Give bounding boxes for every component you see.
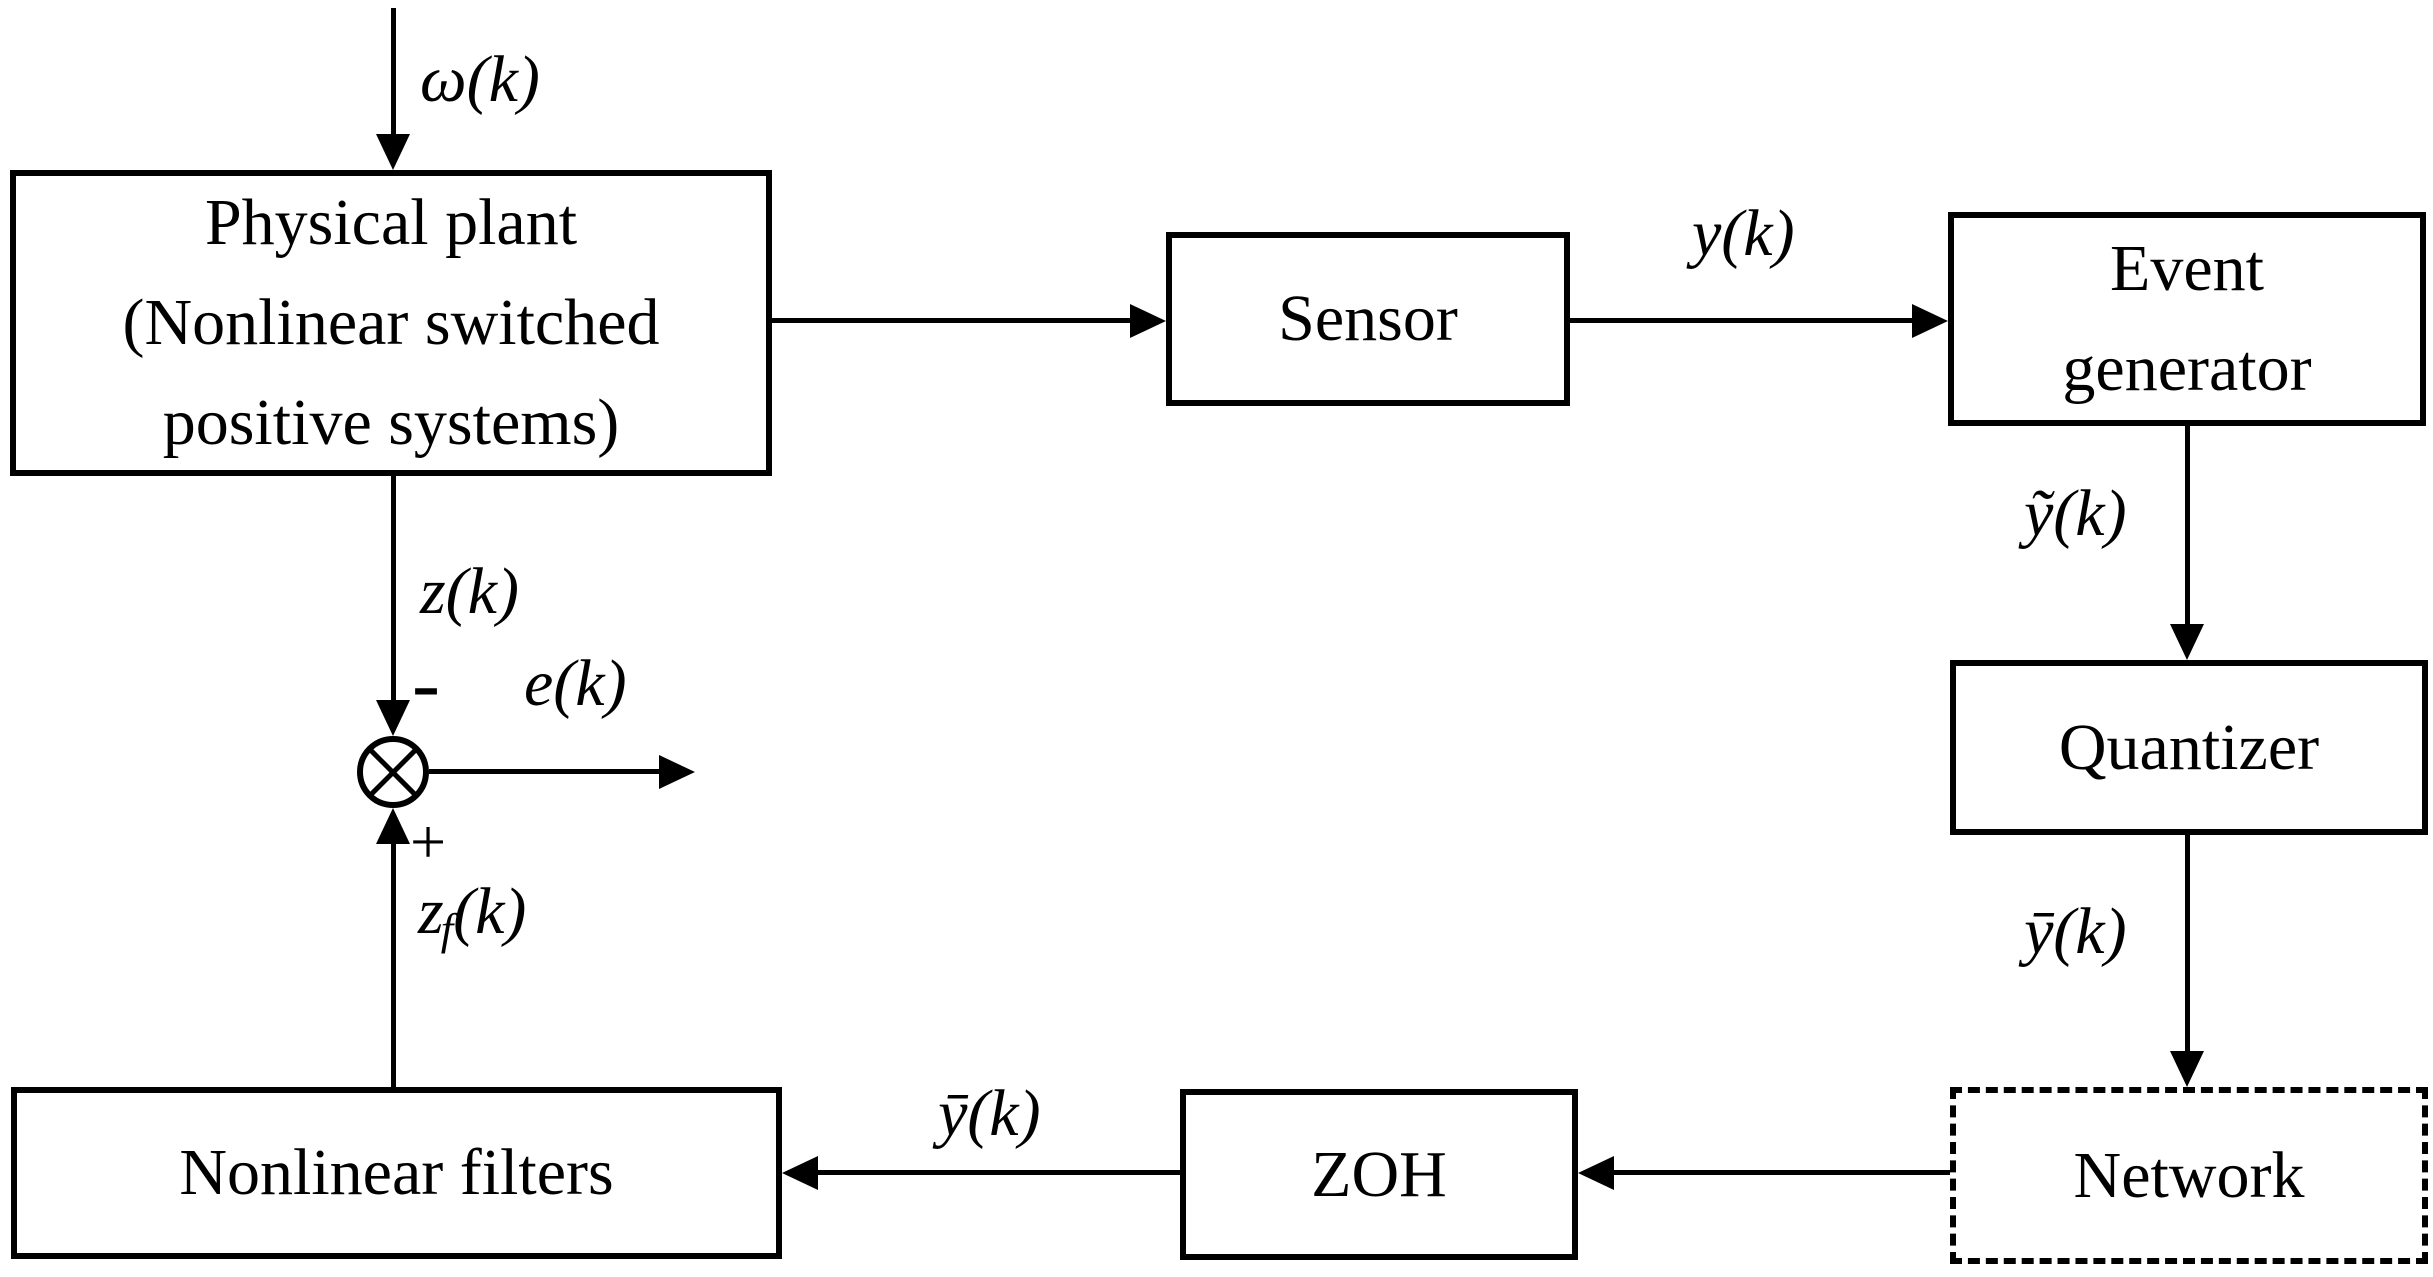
- signal-label-zf-base: z: [418, 875, 444, 948]
- edge-plant-to-sum: [391, 476, 396, 702]
- arrowhead-into-zoh: [1578, 1156, 1614, 1190]
- nonlinear-filters-label: Nonlinear filters: [179, 1136, 614, 1209]
- arrowhead-z-into-sum: [376, 700, 410, 736]
- sum-minus-sign: -: [412, 637, 440, 730]
- arrowhead-zf-into-sum: [376, 808, 410, 844]
- edge-filters-to-sum: [391, 842, 396, 1087]
- block-quantizer: Quantizer: [1950, 660, 2428, 835]
- arrowhead-into-quantizer: [2170, 624, 2204, 660]
- block-network: Network: [1950, 1087, 2428, 1264]
- edge-zoh-to-filters: [818, 1170, 1180, 1175]
- signal-label-z: z(k): [420, 555, 519, 628]
- physical-plant-label-line2: (Nonlinear switched: [122, 286, 660, 359]
- block-sensor: Sensor: [1166, 232, 1570, 406]
- block-zoh: ZOH: [1180, 1089, 1578, 1260]
- block-event-generator: Event generator: [1948, 212, 2426, 426]
- block-nonlinear-filters: Nonlinear filters: [11, 1087, 782, 1259]
- sum-plus-sign: +: [410, 806, 447, 877]
- signal-label-y-bar-network: ȳ(k): [2024, 895, 2127, 968]
- edge-event-generator-to-quantizer: [2185, 426, 2190, 626]
- edge-plant-to-sensor: [772, 318, 1130, 323]
- signal-label-zf-rest: (k): [453, 875, 527, 948]
- event-generator-label-line1: Event: [2110, 232, 2264, 305]
- event-generator-label: Event generator: [2062, 219, 2311, 419]
- signal-label-zf: zf(k): [418, 875, 527, 955]
- signal-label-omega: ω(k): [420, 43, 540, 116]
- edge-sensor-to-event-generator: [1570, 318, 1912, 323]
- arrowhead-error-output: [659, 755, 695, 789]
- arrowhead-into-network: [2170, 1051, 2204, 1087]
- signal-label-y: y(k): [1692, 197, 1795, 270]
- signal-label-y-bar-filters: ȳ(k): [938, 1077, 1041, 1150]
- network-label: Network: [2073, 1138, 2305, 1212]
- signal-label-y-tilde: ỹ(k): [2024, 477, 2127, 550]
- block-physical-plant: Physical plant (Nonlinear switched posit…: [10, 170, 772, 476]
- physical-plant-label-line1: Physical plant: [204, 186, 578, 259]
- physical-plant-label: Physical plant (Nonlinear switched posit…: [123, 173, 660, 473]
- quantizer-label: Quantizer: [2058, 710, 2320, 784]
- arrowhead-into-event-generator: [1912, 304, 1948, 338]
- edge-quantizer-to-network: [2185, 835, 2190, 1053]
- edge-network-to-zoh: [1614, 1170, 1950, 1175]
- arrowhead-into-sensor: [1130, 304, 1166, 338]
- zoh-label: ZOH: [1311, 1137, 1447, 1211]
- edge-sum-to-error-output: [429, 769, 659, 774]
- signal-label-e: e(k): [524, 647, 627, 720]
- signal-label-zf-subscript: f: [440, 904, 454, 955]
- edge-omega-input: [391, 8, 396, 136]
- event-generator-label-line2: generator: [2062, 332, 2312, 405]
- sensor-label: Sensor: [1278, 282, 1458, 355]
- physical-plant-label-line3: positive systems): [162, 386, 620, 459]
- arrowhead-omega-into-plant: [376, 134, 410, 170]
- arrowhead-into-filters: [782, 1156, 818, 1190]
- summing-junction: [357, 736, 429, 808]
